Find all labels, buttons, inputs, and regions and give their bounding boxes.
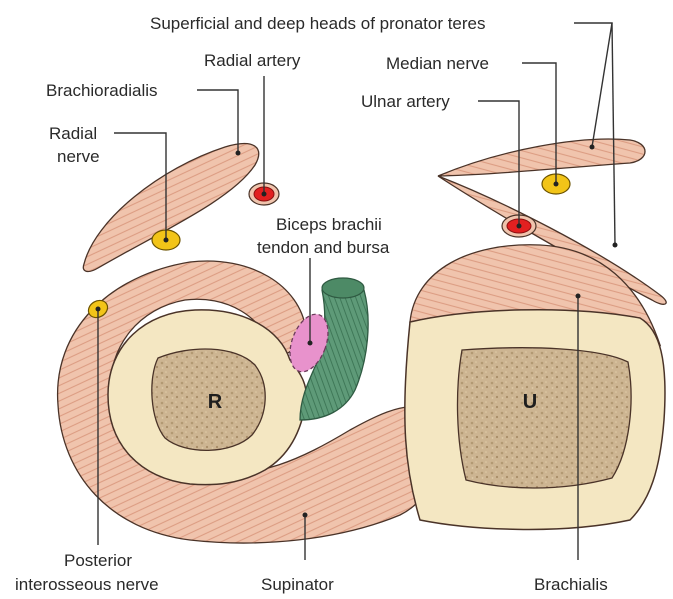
posterior-interosseous-label-line1: Posterior <box>64 551 132 570</box>
brachioradialis-muscle <box>83 144 258 272</box>
ulna-marrow <box>457 348 631 488</box>
median-nerve-dot <box>554 182 559 187</box>
pronator-teres-leader-b <box>612 23 615 245</box>
brachioradialis-leader <box>197 90 238 153</box>
biceps-tendon-top <box>322 278 364 298</box>
biceps-dot <box>308 341 313 346</box>
brachioradialis-dot <box>236 151 241 156</box>
ulna-letter: U <box>523 391 537 413</box>
radial-nerve-label-line2: nerve <box>57 147 100 166</box>
supinator-dot <box>303 513 308 518</box>
biceps-label-line1: Biceps brachii <box>276 215 382 234</box>
supinator-label: Supinator <box>261 575 334 594</box>
radial-artery-dot <box>262 192 267 197</box>
pronator-teres-label: Superficial and deep heads of pronator t… <box>150 14 486 33</box>
ulnar-artery-label: Ulnar artery <box>361 92 450 111</box>
brachioradialis-label: Brachioradialis <box>46 81 158 100</box>
brachialis-dot <box>576 294 581 299</box>
radial-nerve-dot <box>164 238 169 243</box>
pronator-teres-dot-b <box>613 243 618 248</box>
pronator-teres-dot-a <box>590 145 595 150</box>
radius-letter: R <box>208 391 223 413</box>
radial-artery-label: Radial artery <box>204 51 301 70</box>
ulnar-artery-dot <box>517 224 522 229</box>
radial-nerve-label-line1: Radial <box>49 124 97 143</box>
median-nerve-label: Median nerve <box>386 54 489 73</box>
brachialis-label: Brachialis <box>534 575 608 594</box>
pronator-teres-leader <box>574 23 612 147</box>
posterior-interosseous-dot <box>96 307 101 312</box>
biceps-label-line2: tendon and bursa <box>257 238 390 257</box>
posterior-interosseous-label-line2: interosseous nerve <box>15 575 159 594</box>
